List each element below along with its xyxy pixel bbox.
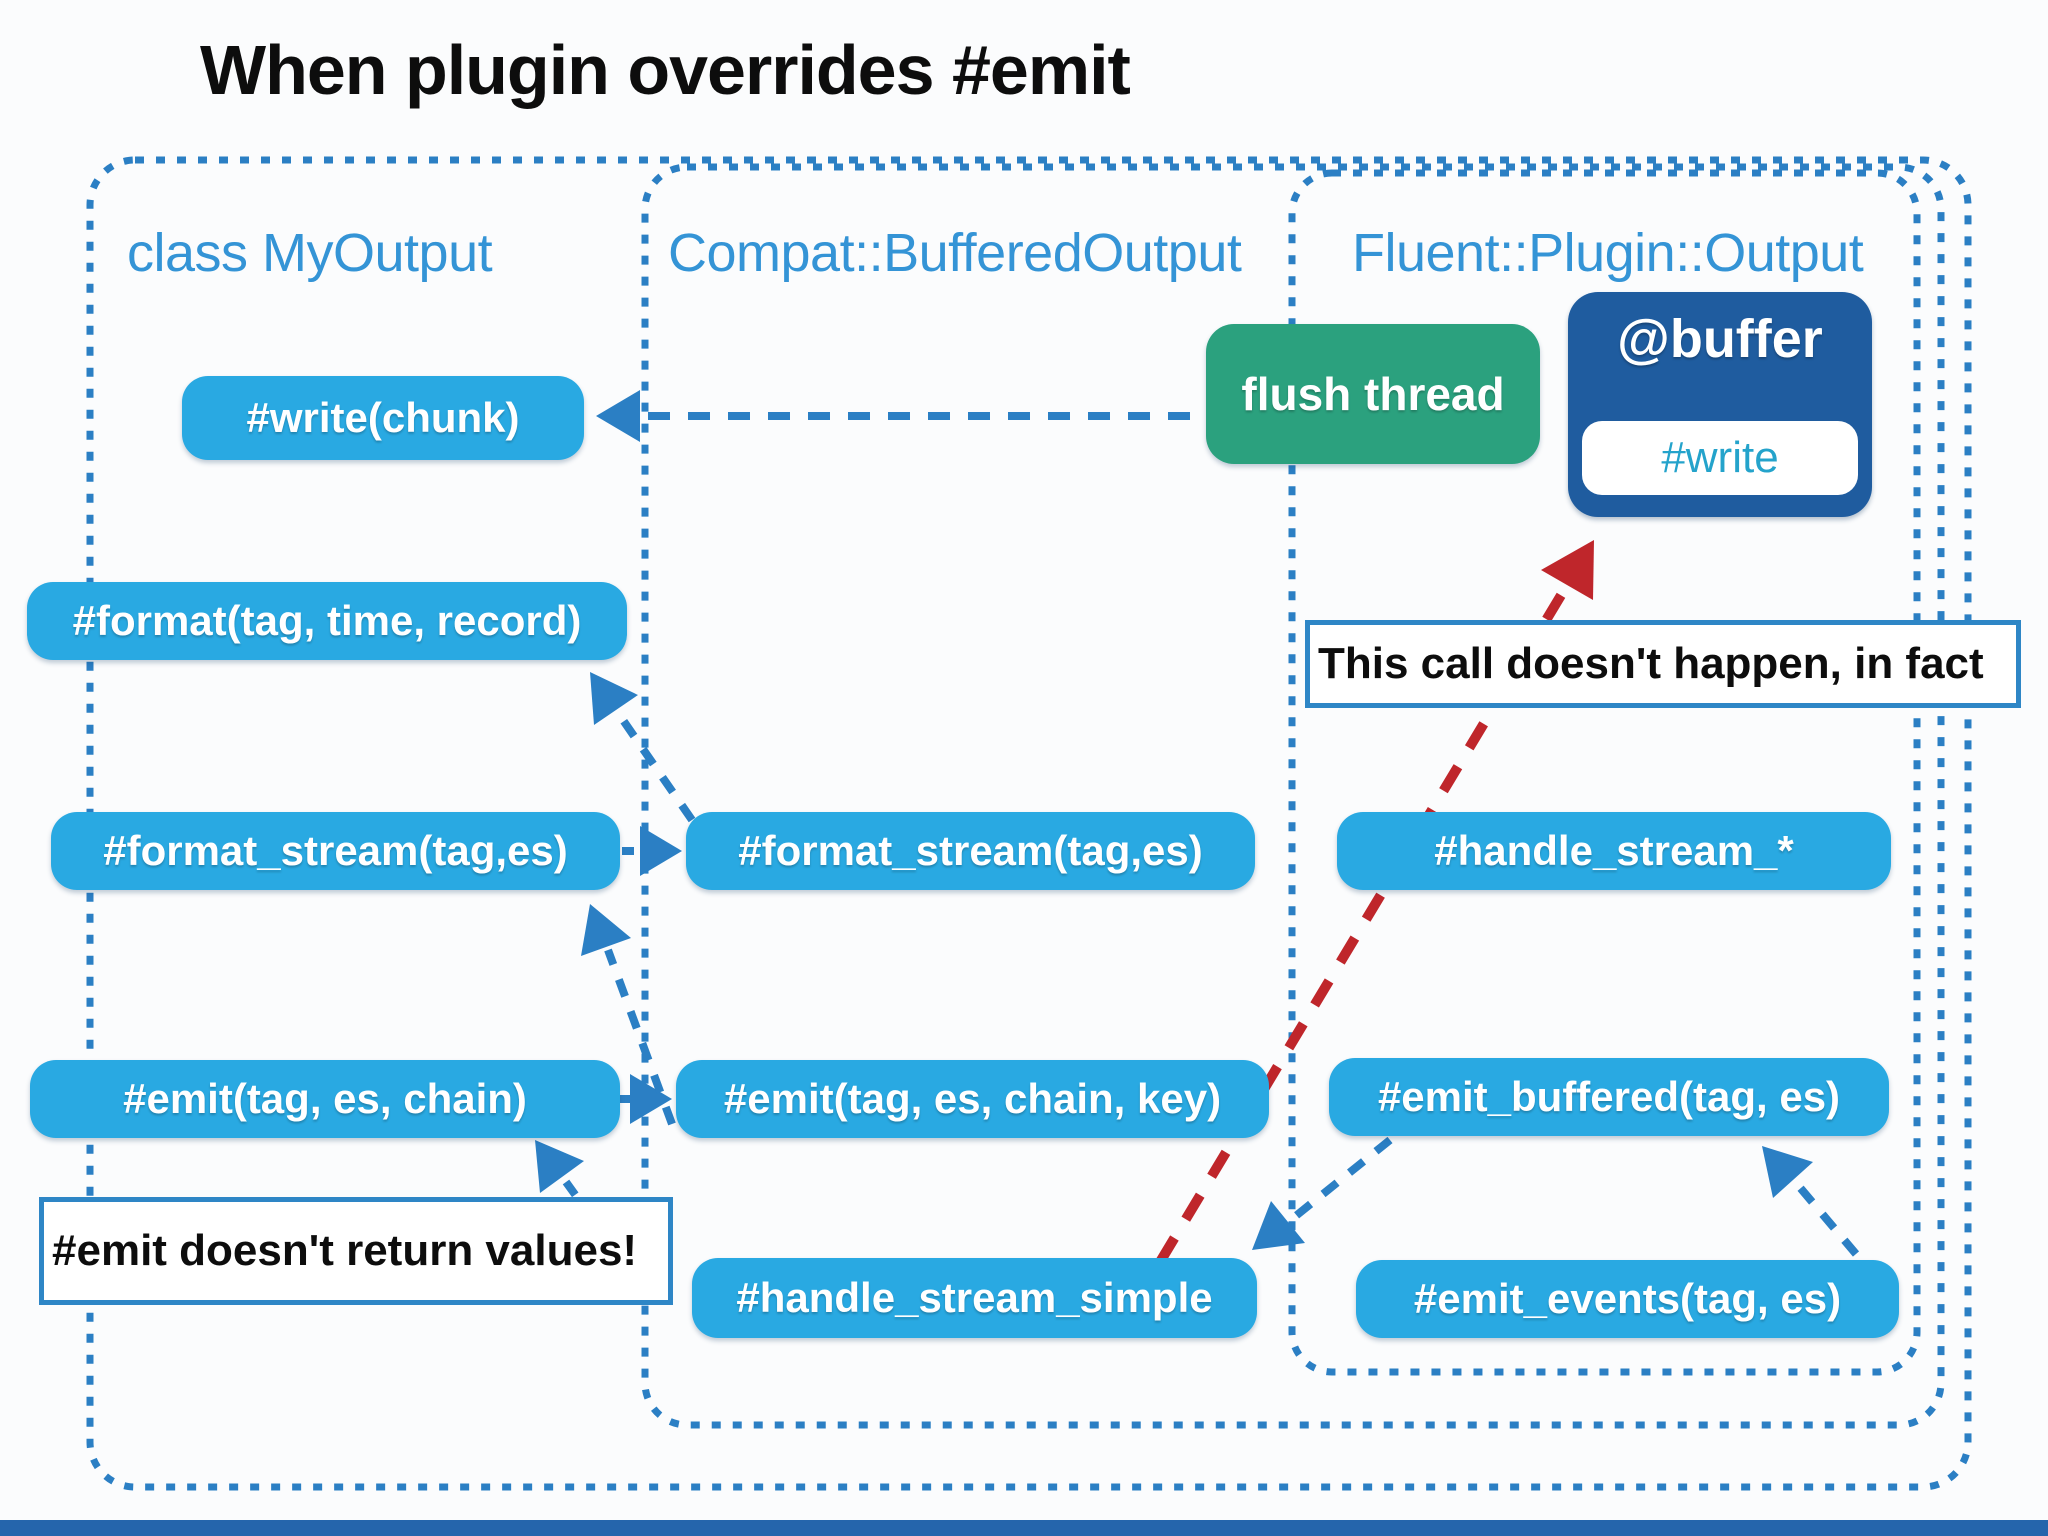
- buffer-label: @buffer: [1617, 309, 1823, 369]
- box-emit-events: #emit_events(tag, es): [1356, 1260, 1899, 1338]
- arrow-emit-to-format-stream: [581, 904, 676, 1126]
- container-label-my-output: class MyOutput: [127, 223, 493, 283]
- container-border-my-output: [86, 156, 1972, 1491]
- arrow-emit-connector: [620, 1074, 672, 1124]
- box-emit-left: #emit(tag, es, chain): [30, 1060, 620, 1138]
- container-border-fluent-plugin-output: [1288, 169, 1921, 1376]
- arrow-format-stream-to-format: [590, 672, 696, 823]
- box-format: #format(tag, time, record): [27, 582, 627, 660]
- box-format-stream-mid: #format_stream(tag,es): [686, 812, 1255, 890]
- arrow-format-stream-connector: [622, 826, 682, 876]
- box-handle-stream-simple: #handle_stream_simple: [692, 1258, 1257, 1338]
- box-buffer: @buffer #write: [1568, 292, 1872, 517]
- box-flush-thread: flush thread: [1206, 324, 1540, 464]
- container-label-fluent: Fluent::Plugin::Output: [1352, 223, 1864, 283]
- callout-no-call: This call doesn't happen, in fact: [1305, 620, 2021, 708]
- slide-title: When plugin overrides #emit: [200, 31, 1131, 109]
- arrow-flush-thread-to-write-chunk: [596, 390, 1206, 442]
- box-emit-mid: #emit(tag, es, chain, key): [676, 1060, 1269, 1138]
- arrow-emit-buffered-to-handle-stream-simple: [1252, 1136, 1393, 1250]
- container-label-compat: Compat::BufferedOutput: [668, 223, 1242, 283]
- box-emit-buffered: #emit_buffered(tag, es): [1329, 1058, 1889, 1136]
- arrow-emit-events-to-emit-buffered: [1762, 1146, 1860, 1257]
- box-write-chunk: #write(chunk): [182, 376, 584, 460]
- bottom-accent-bar: [0, 1520, 2048, 1536]
- callout-no-return: #emit doesn't return values!: [39, 1197, 673, 1305]
- box-handle-stream-star: #handle_stream_*: [1337, 812, 1891, 890]
- buffer-write-label: #write: [1661, 433, 1779, 482]
- buffer-write-chip: #write: [1582, 421, 1858, 495]
- box-format-stream-left: #format_stream(tag,es): [51, 812, 620, 890]
